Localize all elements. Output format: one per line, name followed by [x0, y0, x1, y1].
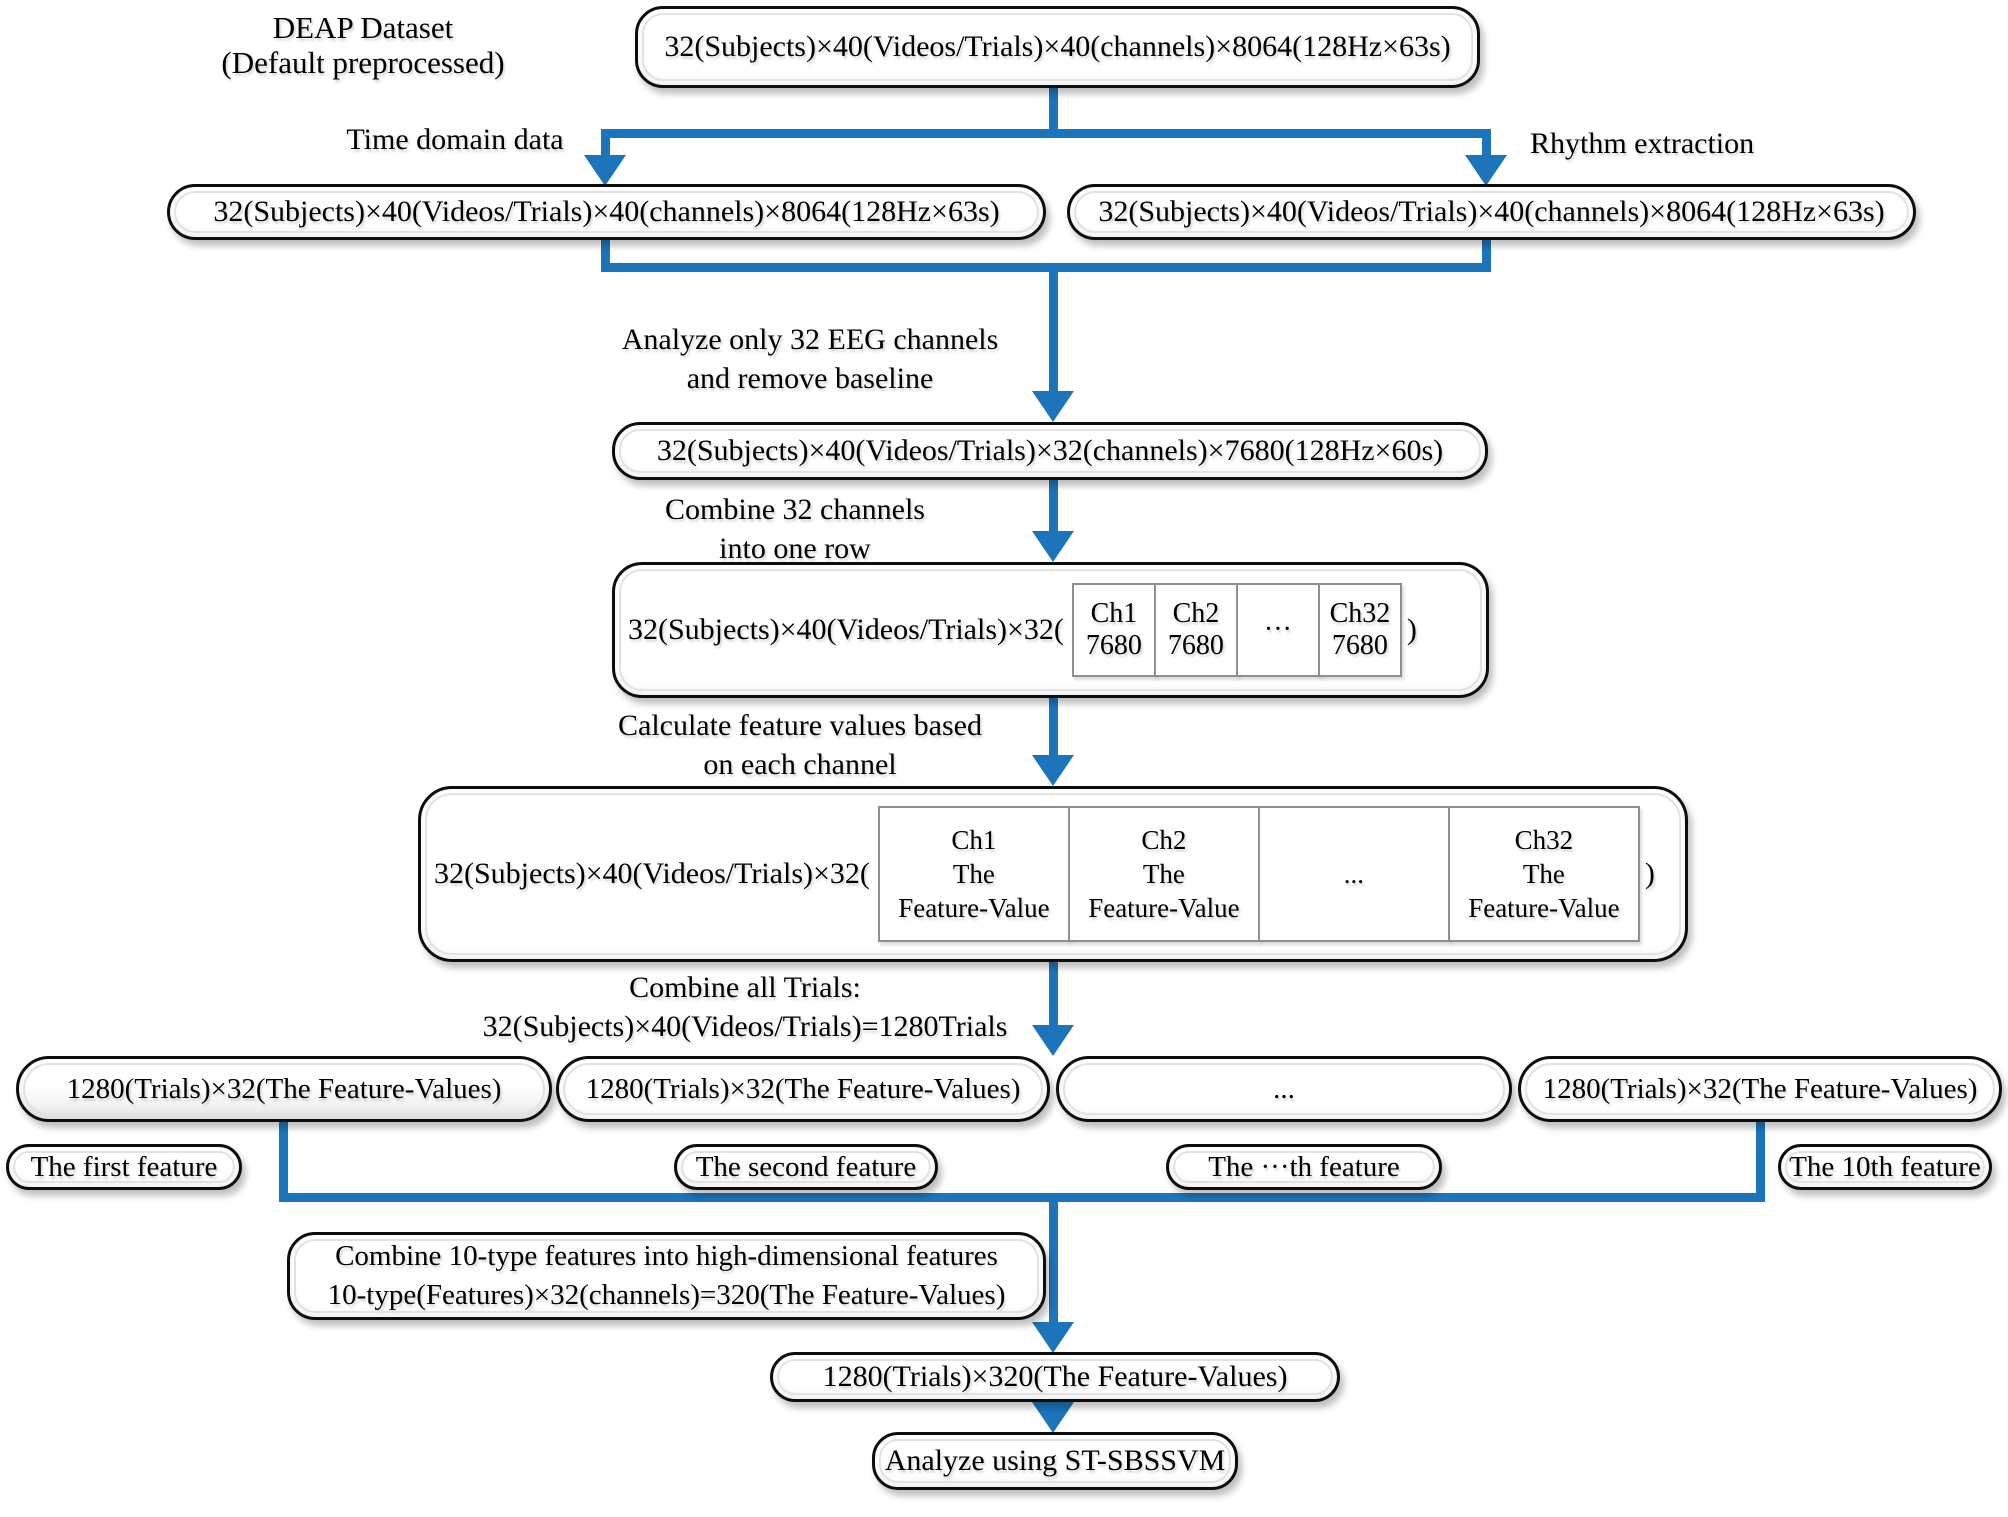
- tag-tenth-feature: The 10th feature: [1778, 1144, 1992, 1190]
- arrowhead-to-eeg32: [1032, 391, 1074, 422]
- combine-channels-line2: into one row: [719, 532, 871, 565]
- box-trials-feature-ellipsis: ...: [1056, 1056, 1512, 1122]
- deap-dataset-line1: DEAP Dataset: [272, 10, 454, 45]
- connector-source-stem: [1049, 86, 1058, 136]
- connector-row-to-feature: [1049, 696, 1058, 758]
- feature-cell-mid: The: [952, 859, 995, 889]
- connector-right-branch-stem: [1482, 129, 1491, 158]
- box-analyze-stsbssvm: Analyze using ST-SBSSVM: [872, 1432, 1238, 1490]
- box-rhythm-matrix: 32(Subjects)×40(Videos/Trials)×40(channe…: [1067, 184, 1916, 240]
- connector-eeg-to-row: [1049, 478, 1058, 534]
- connector-right-merge-stem: [1482, 238, 1491, 272]
- combine-trials-line1: Combine all Trials:: [629, 971, 861, 1004]
- channel-cell-ch32: Ch32 7680: [1317, 583, 1402, 677]
- connector-tenth-feature-drop: [1756, 1120, 1765, 1202]
- channel-cell-ellipsis: ···: [1235, 583, 1320, 677]
- connector-collect-bar: [279, 1193, 1765, 1202]
- combine-trials-note: Combine all Trials: 32(Subjects)×40(Vide…: [465, 968, 1025, 1046]
- arrowhead-time-domain: [584, 155, 626, 186]
- calc-feature-note: Calculate feature values based on each c…: [585, 706, 1015, 784]
- calc-feature-line1: Calculate feature values based: [618, 709, 982, 742]
- feature-cell-ch1: Ch1 The Feature-Value: [877, 806, 1070, 942]
- feature-cell-ellipsis: ...: [1257, 806, 1450, 942]
- analyze-channels-note: Analyze only 32 EEG channels and remove …: [610, 320, 1010, 398]
- channel-cell-label: ···: [1263, 614, 1292, 645]
- connector-first-feature-drop: [279, 1120, 288, 1202]
- box-feature-value-matrix: 32(Subjects)×40(Videos/Trials)×32( Ch1 T…: [418, 786, 1688, 962]
- feature-cell-value: Feature-Value: [1468, 893, 1620, 923]
- feature-cell-mid: The: [1522, 859, 1565, 889]
- connector-branch-bar: [601, 129, 1491, 138]
- channels-row-table: Ch1 7680 Ch2 7680 ··· Ch32 7680: [1071, 583, 1402, 677]
- deap-dataset-label: DEAP Dataset (Default preprocessed): [168, 10, 558, 80]
- feature-cell-label: Ch32: [1514, 825, 1574, 855]
- connector-merge-drop: [1049, 263, 1058, 393]
- feature-cell-ch2: Ch2 The Feature-Value: [1067, 806, 1260, 942]
- tag-first-feature: The first feature: [6, 1144, 242, 1190]
- tag-second-feature: The second feature: [674, 1144, 938, 1190]
- arrowhead-to-row-matrix: [1032, 531, 1074, 562]
- channels-row-suffix: ): [1406, 613, 1417, 646]
- arrowhead-to-analyze: [1032, 1402, 1074, 1433]
- channel-cell-value: 7680: [1085, 630, 1142, 661]
- box-final-matrix: 1280(Trials)×320(The Feature-Values): [770, 1352, 1340, 1402]
- channel-cell-ch1: Ch1 7680: [1071, 583, 1156, 677]
- channel-cell-value: 7680: [1167, 630, 1224, 661]
- analyze-channels-line1: Analyze only 32 EEG channels: [621, 323, 999, 356]
- channel-cell-ch2: Ch2 7680: [1153, 583, 1238, 677]
- feature-matrix-prefix: 32(Subjects)×40(Videos/Trials)×32(: [434, 857, 870, 890]
- feature-cell-label: Ch1: [951, 825, 997, 855]
- feature-cell-label: Ch2: [1141, 825, 1187, 855]
- channels-row-prefix: 32(Subjects)×40(Videos/Trials)×32(: [628, 613, 1064, 646]
- feature-cell-value: Feature-Value: [898, 893, 1050, 923]
- feature-value-table: Ch1 The Feature-Value Ch2 The Feature-Va…: [877, 806, 1640, 942]
- analyze-channels-line2: and remove baseline: [686, 362, 934, 395]
- box-trials-feature-1: 1280(Trials)×32(The Feature-Values): [16, 1056, 552, 1122]
- time-domain-label: Time domain data: [346, 123, 564, 156]
- channel-cell-label: Ch32: [1329, 598, 1391, 629]
- feature-cell-label: ...: [1343, 859, 1365, 889]
- arrowhead-to-trials: [1032, 1025, 1074, 1056]
- connector-feature-to-trials: [1049, 958, 1058, 1030]
- feature-cell-value: Feature-Value: [1088, 893, 1240, 923]
- tag-nth-feature: The ···th feature: [1166, 1144, 1442, 1190]
- combine-channels-note: Combine 32 channels into one row: [595, 490, 995, 568]
- box-eeg-32ch-matrix: 32(Subjects)×40(Videos/Trials)×32(channe…: [612, 422, 1488, 480]
- connector-left-merge-stem: [601, 238, 610, 272]
- channel-cell-value: 7680: [1331, 630, 1388, 661]
- box-time-domain-matrix: 32(Subjects)×40(Videos/Trials)×40(channe…: [167, 184, 1046, 240]
- channel-cell-label: Ch2: [1172, 598, 1220, 629]
- box-combine-features: Combine 10-type features into high-dimen…: [287, 1232, 1046, 1320]
- calc-feature-line2: on each channel: [703, 748, 897, 781]
- feature-matrix-suffix: ): [1644, 857, 1655, 890]
- rhythm-extraction-label: Rhythm extraction: [1530, 127, 1755, 160]
- channel-cell-label: Ch1: [1090, 598, 1138, 629]
- feature-cell-mid: The: [1142, 859, 1185, 889]
- box-channels-row-matrix: 32(Subjects)×40(Videos/Trials)×32( Ch1 7…: [612, 562, 1489, 698]
- combine-trials-line2: 32(Subjects)×40(Videos/Trials)=1280Trial…: [482, 1010, 1008, 1043]
- box-trials-feature-10: 1280(Trials)×32(The Feature-Values): [1518, 1056, 2002, 1122]
- box-source-matrix: 32(Subjects)×40(Videos/Trials)×40(channe…: [635, 6, 1480, 88]
- connector-left-branch-stem: [601, 129, 610, 158]
- combine-features-line2: 10-type(Features)×32(channels)=320(The F…: [327, 1279, 1006, 1311]
- box-trials-feature-2: 1280(Trials)×32(The Feature-Values): [556, 1056, 1050, 1122]
- connector-collect-drop: [1049, 1193, 1058, 1324]
- combine-channels-line1: Combine 32 channels: [665, 493, 925, 526]
- arrowhead-to-feature-matrix: [1032, 755, 1074, 786]
- feature-cell-ch32: Ch32 The Feature-Value: [1447, 806, 1640, 942]
- deap-dataset-line2: (Default preprocessed): [221, 45, 505, 80]
- connector-merge-bar: [601, 263, 1491, 272]
- combine-features-line1: Combine 10-type features into high-dimen…: [335, 1240, 998, 1272]
- arrowhead-to-final-matrix: [1032, 1322, 1074, 1353]
- arrowhead-rhythm: [1465, 155, 1507, 186]
